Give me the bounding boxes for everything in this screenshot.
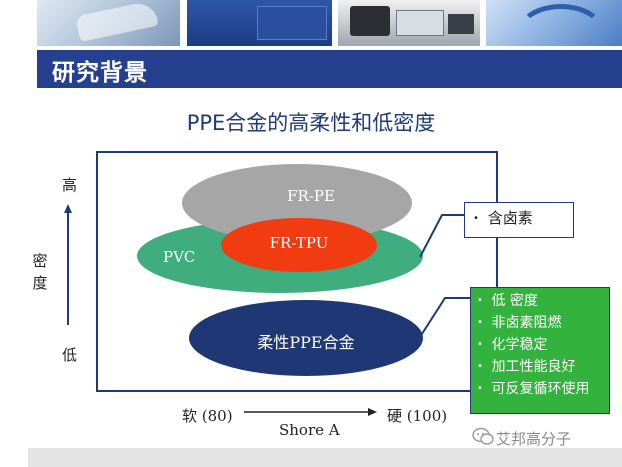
ppe-alloy-label: 柔性PPE合金 [257,333,355,352]
banner-image-keyboard [37,0,180,46]
wechat-icon [472,427,494,445]
x-axis-label: Shore A [279,421,340,439]
title-bar [37,50,622,88]
header-banner [0,0,622,46]
bullet-icon: • [477,317,483,328]
pvc-label: PVC [163,248,196,266]
banner-image-machinery [338,0,480,46]
y-axis-high-label: 高 [62,176,78,194]
advantage-item: • 加工性能良好 [477,356,603,378]
diagram-frame [96,151,498,392]
bullet-icon: • [477,383,483,394]
fr-tpu-label: FR-TPU [269,234,329,252]
note-connector [419,214,464,258]
y-axis-label: 密度 [32,252,48,292]
bullet-icon: • [477,339,483,350]
fr-pe-ellipse [182,164,412,242]
halogen-note-item: • 含卤素 [473,209,533,227]
watermark-text: 艾邦高分子 [496,430,572,448]
bullet-icon: • [477,361,483,372]
footer-bar [28,448,622,467]
advantage-item: • 非卤素阻燃 [477,312,603,334]
bullet-icon: • [477,295,483,306]
x-axis-hard-label: 硬 (100) [387,407,448,425]
halogen-note-box: • 含卤素 [464,202,574,238]
slide-title: PPE合金的高柔性和低密度 [186,111,436,135]
ppe-alloy-ellipse [189,300,423,376]
advantage-connector [419,297,470,338]
y-axis-arrowhead [64,204,72,213]
banner-image-blue [187,0,332,46]
fr-pe-label: FR-PE [287,187,335,205]
x-axis-soft-label: 软 (80) [182,407,233,425]
advantages-box: • 低 密度 • 非卤素阻燃 • 化学稳定 • 加工性能良好 • 可反复循环使用 [470,287,610,414]
x-axis-arrowhead [368,408,377,416]
advantage-item: • 化学稳定 [477,334,603,356]
advantage-item: • 可反复循环使用 [477,378,603,400]
banner-image-swirl [486,0,622,46]
bullet-icon: • [473,213,479,224]
advantage-item: • 低 密度 [477,290,603,312]
y-axis-low-label: 低 [62,346,78,364]
section-title: 研究背景 [52,60,148,86]
fr-tpu-ellipse [221,218,377,272]
